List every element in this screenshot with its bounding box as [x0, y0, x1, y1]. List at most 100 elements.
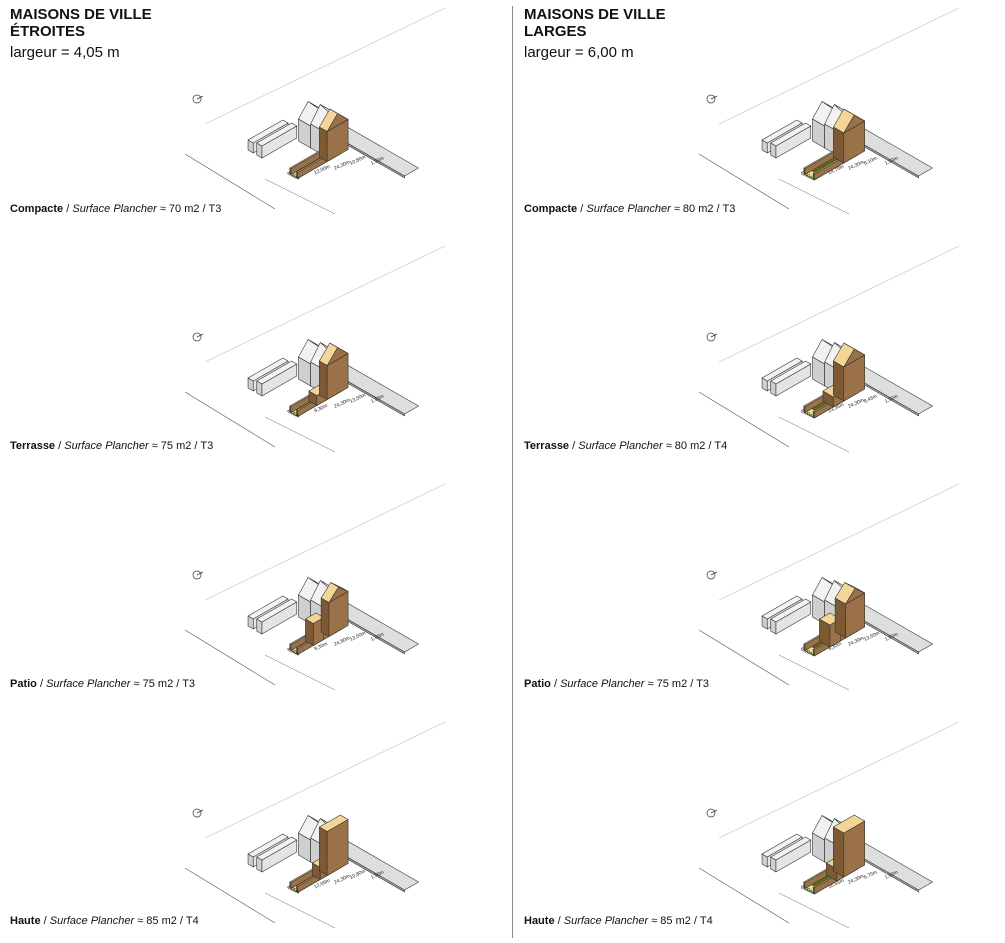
caption-typology: T4 [699, 915, 713, 927]
neighbour-low-1-top-face [761, 833, 803, 858]
caption-surface-label: Surface Plancher [563, 915, 649, 927]
caption-type: Haute [10, 915, 41, 927]
north-arrow-icon [706, 332, 716, 342]
dimension-garden: 9,30m [313, 641, 328, 652]
column-title-line2: LARGES [524, 23, 587, 40]
north-arrow-icon [706, 808, 716, 818]
caption-haute: Haute / Surface Plancher ≈ 85 m2 / T4 [524, 915, 713, 927]
plot-line [204, 721, 446, 839]
house-volume-front-face [833, 360, 845, 402]
house-volume-roof-back [843, 342, 865, 356]
neighbour-low-2-top-face [770, 122, 812, 147]
caption-terrasse: Terrasse / Surface Plancher ≈ 75 m2 / T3 [10, 440, 214, 452]
house-volume-roof-back [330, 582, 349, 592]
caption-area: ≈ 75 m2 [647, 678, 688, 690]
caption-area: ≈ 85 m2 [137, 915, 177, 927]
caption-typology: T3 [182, 678, 196, 690]
neighbour-low-1-top-face [247, 595, 289, 620]
caption-type: Patio [524, 678, 551, 690]
width-label: largeur = 6,00 m [524, 44, 634, 61]
north-arrow-needle [196, 333, 204, 338]
dimension-width: 6,00m [799, 408, 814, 419]
caption-area: ≈ 70 m2 [159, 203, 200, 215]
north-arrow-icon [192, 808, 202, 818]
house-volume-front-face [319, 826, 328, 876]
dimension-width: 4,05m [285, 170, 300, 181]
ground-line [184, 629, 276, 686]
caption-type: Compacte [524, 203, 578, 215]
plot-line [204, 483, 446, 601]
north-arrow-icon [706, 94, 716, 104]
dimension-depth: 8,10m [863, 155, 878, 166]
column-title: MAISONS DE VILLE LARGES [524, 6, 666, 40]
dimension-gap: 1,50m [884, 155, 899, 166]
dimension-line-total [778, 416, 850, 453]
neighbour-low-2-top-face [770, 360, 812, 385]
north-arrow-needle [710, 809, 718, 814]
neighbour-low-1-top-face [247, 357, 289, 382]
dimension-gap: 1,50m [370, 393, 385, 404]
dimension-line-total [264, 654, 336, 691]
caption-area: ≈ 80 m2 [673, 203, 714, 215]
north-arrow-needle [196, 809, 204, 814]
ground-line [184, 391, 276, 448]
caption-type: Compacte [10, 203, 64, 215]
neighbour-low-2-top-face [256, 360, 298, 385]
caption-surface-label: Surface Plancher [72, 203, 157, 215]
plot-line [204, 245, 446, 363]
caption-patio: Patio / Surface Plancher ≈ 75 m2 / T3 [10, 678, 196, 690]
caption-typology: T4 [185, 915, 199, 927]
dimension-depth: 13,50m [349, 630, 367, 642]
dimension-gap: 1,50m [370, 631, 385, 642]
caption-patio: Patio / Surface Plancher ≈ 75 m2 / T3 [524, 678, 710, 690]
north-arrow-needle [710, 333, 718, 338]
caption-surface-label: Surface Plancher [49, 915, 135, 927]
caption-terrasse: Terrasse / Surface Plancher ≈ 80 m2 / T4 [524, 440, 728, 452]
caption-type: Haute [524, 915, 555, 927]
caption-surface-label: Surface Plancher [586, 203, 671, 215]
house-volume-roof-back [844, 582, 865, 594]
neighbour-low-2-top-face [770, 598, 812, 623]
neighbour-low-2-top-face [770, 836, 812, 861]
neighbour-low-1-top-face [247, 119, 289, 144]
caption-type: Terrasse [10, 440, 56, 452]
caption-typology: T3 [200, 440, 214, 452]
ground-line [184, 867, 276, 924]
dimension-width: 6,00m [799, 646, 814, 657]
house-volume-front-face [319, 360, 328, 400]
dimension-depth: 10,80m [349, 154, 367, 166]
caption-compacte: Compacte / Surface Plancher ≈ 70 m2 / T3 [10, 203, 222, 215]
caption-surface-label: Surface Plancher [578, 440, 663, 452]
ground-line [698, 391, 790, 448]
dimension-line-total [778, 654, 850, 691]
plot-line [718, 245, 960, 363]
ground-line [698, 153, 790, 210]
caption-haute: Haute / Surface Plancher ≈ 85 m2 / T4 [10, 915, 199, 927]
neighbour-low-2-top-face [256, 598, 298, 623]
dimension-gap: 1,50m [884, 869, 899, 880]
caption-area: ≈ 80 m2 [665, 440, 706, 452]
neighbour-low-1-top-face [761, 595, 803, 620]
house-volume-roof-back [843, 108, 865, 122]
plot-line [718, 483, 960, 601]
dimension-depth: 13,50m [863, 630, 881, 642]
ground-line [698, 867, 790, 924]
caption-compacte: Compacte / Surface Plancher ≈ 80 m2 / T3 [524, 203, 736, 215]
house-volume-top-face [833, 814, 865, 834]
caption-surface-label: Surface Plancher [46, 678, 131, 690]
dimension-width: 4,05m [285, 646, 300, 657]
north-arrow-needle [710, 95, 718, 100]
caption-surface-label: Surface Plancher [560, 678, 645, 690]
